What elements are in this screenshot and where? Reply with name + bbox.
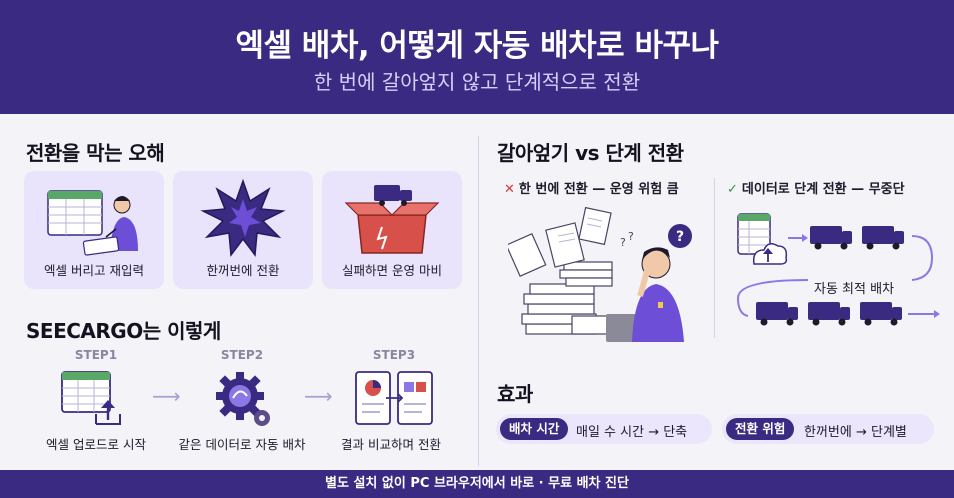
- svg-text:?: ?: [628, 230, 634, 243]
- step1-upload-icon: [60, 368, 126, 432]
- page-subtitle: 한 번에 갈아엎지 않고 단계적으로 전환: [313, 70, 641, 94]
- bad-approach-heading: ✕한 번에 전환 — 운영 위험 큼: [504, 182, 679, 197]
- svg-text:?: ?: [620, 236, 626, 249]
- card-label: 엑셀 버리고 재입력: [44, 263, 144, 278]
- card-label: 실패하면 운영 마비: [342, 263, 442, 278]
- compare-title: 갈아엎기 vs 단계 전환: [497, 141, 684, 165]
- effect-title: 효과: [497, 382, 533, 406]
- step3-compare-icon: [354, 368, 434, 432]
- step2-gear-truck-icon: [210, 368, 276, 432]
- misconceptions-title: 전환을 막는 오해: [26, 141, 165, 165]
- header-banner: 엑셀 배차, 어떻게 자동 배차로 바꾸나 한 번에 갈아엎지 않고 단계적으로…: [0, 0, 954, 114]
- stepwise-trucks-illustration: [736, 213, 940, 326]
- effect-dispatch-time: 배차 시간 매일 수 시간 → 단축: [496, 414, 712, 444]
- cross-icon: ✕: [504, 182, 515, 197]
- card-excel-reentry: 엑셀 버리고 재입력: [24, 171, 164, 289]
- check-icon: ✓: [727, 182, 738, 197]
- step2-label: STEP2: [220, 348, 264, 362]
- broken-box-truck-icon: [344, 185, 440, 254]
- step3-caption: 결과 비교하며 전환: [341, 437, 441, 452]
- step-arrow-icon: ⟶: [304, 384, 333, 408]
- effect-transition-risk: 전환 위험 한꺼번에 → 단계별: [722, 414, 934, 444]
- auto-dispatch-label: 자동 최적 배차: [814, 282, 895, 297]
- person-spreadsheet-icon: [47, 190, 138, 256]
- step-arrow-icon: ⟶: [152, 384, 181, 408]
- paper-chaos-illustration: ? ? ?: [508, 206, 692, 342]
- compare-divider: [714, 178, 715, 338]
- card-operation-paralysis: 실패하면 운영 마비: [322, 171, 462, 289]
- how-title: SEECARGO는 이렇게: [26, 319, 221, 343]
- effect-text: 매일 수 시간 → 단축: [576, 425, 688, 440]
- card-all-at-once: 한꺼번에 전환: [173, 171, 313, 289]
- card-label: 한꺼번에 전환: [206, 263, 280, 278]
- good-approach-heading: ✓데이터로 단계 전환 — 무중단: [727, 182, 905, 197]
- explosion-icon: [200, 178, 286, 258]
- step1-caption: 엑셀 업로드로 시작: [46, 437, 146, 452]
- page-title: 엑셀 배차, 어떻게 자동 배차로 바꾸나: [235, 28, 719, 64]
- svg-text:?: ?: [676, 229, 684, 245]
- footer-banner: 별도 설치 없이 PC 브라우저에서 바로 · 무료 배차 진단: [0, 470, 954, 498]
- effect-text: 한꺼번에 → 단계별: [804, 425, 907, 440]
- step3-label: STEP3: [372, 348, 416, 362]
- step1-label: STEP1: [74, 348, 118, 362]
- column-divider: [478, 136, 479, 466]
- effect-tag: 배차 시간: [500, 418, 569, 440]
- step2-caption: 같은 데이터로 자동 배차: [178, 437, 306, 452]
- effect-tag: 전환 위험: [726, 418, 795, 440]
